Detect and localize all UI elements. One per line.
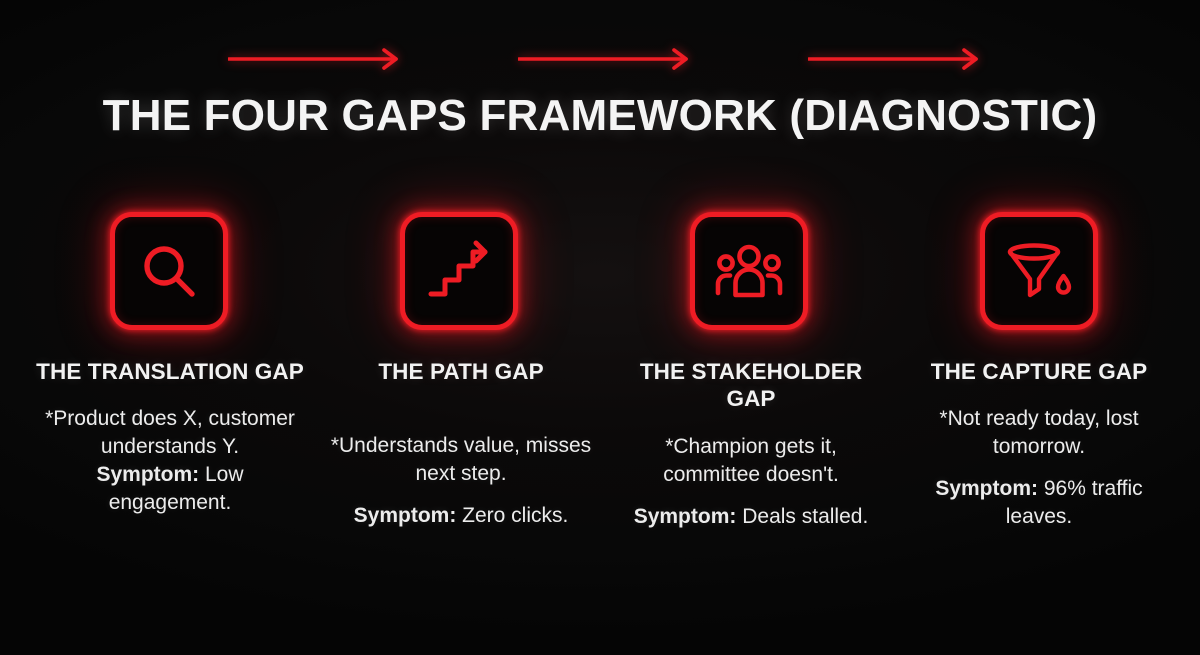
- column-stakeholder-gap: THE STAKEHOLDER GAP *Champion gets it, c…: [615, 358, 887, 531]
- stairs-arrow-icon: [427, 240, 491, 302]
- symptom-label: Symptom:: [96, 463, 205, 487]
- arrow-2-to-3: [518, 47, 690, 71]
- column-title: THE PATH GAP: [378, 359, 544, 384]
- column-capture-gap: THE CAPTURE GAP *Not ready today, lost t…: [903, 358, 1175, 531]
- magnifier-icon: [138, 240, 200, 302]
- problem-text: *Product does X, customer understands Y.: [45, 407, 295, 459]
- paragraph-gap: [903, 461, 1175, 475]
- step-node-translation[interactable]: [110, 212, 228, 330]
- problem-text: *Not ready today, lost tomorrow.: [939, 407, 1139, 459]
- text-columns: THE TRANSLATION GAP *Product does X, cus…: [0, 358, 1200, 638]
- icon-row: [0, 212, 1200, 330]
- symptom-value: Deals stalled.: [742, 504, 869, 528]
- problem-text: *Understands value, misses next step.: [330, 434, 592, 486]
- problem-text: *Champion gets it, committee doesn't.: [663, 434, 839, 486]
- column-translation-gap: THE TRANSLATION GAP *Product does X, cus…: [34, 358, 306, 517]
- paragraph-gap: [325, 488, 597, 502]
- symptom-value: 96% traffic leaves.: [1005, 477, 1143, 529]
- step-node-path[interactable]: [400, 212, 518, 330]
- column-title: THE CAPTURE GAP: [930, 359, 1148, 384]
- page-title: THE FOUR GAPS FRAMEWORK (DIAGNOSTIC): [102, 91, 1098, 141]
- symptom-label: Symptom:: [935, 477, 1044, 501]
- column-title: THE STAKEHOLDER GAP: [639, 359, 863, 412]
- symptom-value: Zero clicks.: [462, 504, 569, 528]
- step-node-capture[interactable]: [980, 212, 1098, 330]
- funnel-drop-icon: [1006, 241, 1072, 301]
- column-body: *Champion gets it, committee doesn't. Sy…: [615, 433, 887, 531]
- symptom-value: Low engagement.: [108, 463, 244, 515]
- column-path-gap: THE PATH GAP *Understands value, misses …: [325, 358, 597, 530]
- column-body: *Product does X, customer understands Y.…: [34, 405, 306, 517]
- arrow-1-to-2: [228, 47, 400, 71]
- symptom-label: Symptom:: [353, 504, 463, 528]
- column-body: *Not ready today, lost tomorrow. Symptom…: [903, 405, 1175, 531]
- paragraph-gap: [615, 489, 887, 503]
- symptom-label: Symptom:: [633, 504, 743, 528]
- people-group-icon: [715, 243, 783, 299]
- column-title: THE TRANSLATION GAP: [36, 359, 304, 384]
- title-container: THE FOUR GAPS FRAMEWORK (DIAGNOSTIC): [0, 62, 1200, 171]
- column-body: *Understands value, misses next step. Sy…: [325, 432, 597, 530]
- arrow-3-to-4: [808, 47, 980, 71]
- step-node-stakeholder[interactable]: [690, 212, 808, 330]
